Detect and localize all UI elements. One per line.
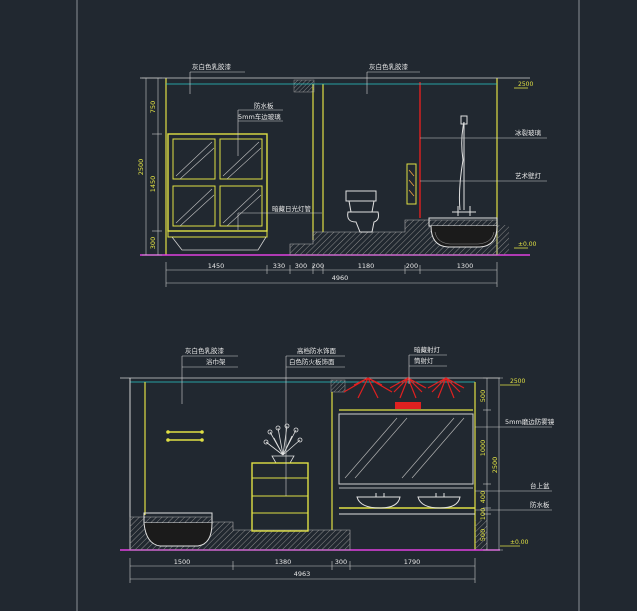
label-hidden-lamp: 暗藏射灯 (414, 345, 441, 354)
potted-plant (263, 423, 303, 464)
labels-b: 灰白色乳胶漆 浴巾架 高档防水饰面 白色防火板饰面 暗藏射灯 筒射灯 5mm磨边… (185, 345, 555, 546)
basins (356, 493, 461, 509)
hdim-b-300: 300 (335, 558, 347, 566)
label-waterproof-board: 防水板 (530, 500, 550, 509)
toilet (345, 190, 379, 233)
mirror-b (338, 413, 474, 485)
label-level-zero-b: ±0.00 (510, 539, 529, 546)
cabinet-door-bl (172, 185, 216, 227)
label-level-top-b: 2500 (510, 378, 525, 385)
towel-rack (166, 430, 204, 442)
vdim-a-300: 300 (149, 237, 157, 249)
hdim-b-1380: 1380 (275, 558, 292, 566)
hdim-b-total: 4963 (294, 570, 311, 578)
hdim-a-330: 330 (273, 262, 285, 270)
vdim-b-100: 100 (479, 508, 487, 520)
mirror-reflection (344, 417, 465, 479)
spot-lamps (343, 376, 465, 409)
vdim-b (483, 377, 503, 551)
cabinet-base-sink (171, 236, 267, 251)
hdim-b-1790: 1790 (404, 558, 421, 566)
label-ceiling-left: 灰白色乳胶漆 (192, 62, 232, 71)
label-mirror-light: 暗藏日光灯管 (272, 204, 312, 213)
hdim-b-labels: 1500 1380 300 1790 4963 (174, 558, 421, 578)
label-mirror-board: 防水板 (254, 101, 274, 110)
hdim-b (129, 558, 476, 583)
hdim-a (165, 262, 498, 287)
art-wall-lamp-pattern (408, 169, 415, 197)
cabinet-b (251, 462, 309, 532)
cabinet-door-tr (219, 138, 263, 180)
cabinet-glass-hatch (175, 141, 262, 227)
cabinet-door-tl (172, 138, 216, 180)
vdim-b-labels: 500 1000 400 100 500 2500 (479, 390, 499, 541)
shower-set (452, 115, 476, 216)
hdim-a-200b: 200 (406, 262, 418, 270)
hdim-a-labels: 1450 330 300 200 1180 200 1300 4960 (208, 262, 474, 282)
ceiling-hatch-a (293, 79, 315, 93)
label-waterproof-2: 白色防火板饰面 (289, 357, 335, 366)
bathtub (428, 217, 498, 248)
vdim-a-labels: 750 1450 300 2500 (137, 101, 157, 249)
label-frosted-glass: 冰裂玻璃 (515, 128, 542, 137)
hdim-a-200: 200 (312, 262, 324, 270)
label-waterproof-1: 高档防水饰面 (297, 346, 337, 355)
hdim-b-1500: 1500 (174, 558, 191, 566)
vdim-b-2500: 2500 (491, 457, 499, 474)
label-counter: 台上盆 (530, 481, 550, 490)
vdim-a-750: 750 (149, 101, 157, 113)
label-ceiling-b: 灰白色乳胶漆 (185, 346, 225, 355)
label-spot-lamp: 筒射灯 (414, 356, 434, 365)
leader-lines-b (181, 354, 552, 511)
elevation-a: 灰白色乳胶漆 灰白色乳胶漆 防水板 5mm车边玻璃 暗藏日光灯管 冰裂玻璃 艺术… (137, 62, 547, 287)
label-towel-rack: 浴巾架 (206, 357, 226, 366)
leader-lines-a (189, 71, 547, 230)
vdim-a-1450: 1450 (149, 176, 157, 193)
vdim-a-2500: 2500 (137, 159, 145, 176)
vdim-b-400: 400 (479, 491, 487, 503)
label-mirror-glass: 5mm车边玻璃 (238, 112, 281, 121)
hdim-a-1300: 1300 (457, 262, 474, 270)
vdim-b-1000: 1000 (479, 440, 487, 457)
hdim-a-total: 4960 (332, 274, 349, 282)
label-ceiling-right: 灰白色乳胶漆 (369, 62, 409, 71)
cabinet-base (167, 230, 268, 238)
hdim-a-1180: 1180 (358, 262, 375, 270)
vdim-b-500: 500 (479, 390, 487, 402)
vdim-a (142, 77, 162, 256)
cabinet-door-br (219, 185, 263, 227)
label-level-top-a: 2500 (518, 81, 533, 88)
elevation-b: 灰白色乳胶漆 浴巾架 高档防水饰面 白色防火板饰面 暗藏射灯 筒射灯 5mm磨边… (120, 345, 555, 583)
labels-a: 灰白色乳胶漆 灰白色乳胶漆 防水板 5mm车边玻璃 暗藏日光灯管 冰裂玻璃 艺术… (192, 62, 542, 248)
floor-hatch-b-right (475, 520, 487, 550)
bathtub-b (143, 512, 213, 547)
label-art-wall-lamp: 艺术壁灯 (515, 171, 542, 180)
label-mirror: 5mm磨边防雾镜 (505, 417, 555, 426)
floor-hatch-right (497, 225, 509, 255)
vdim-b-500b: 500 (479, 529, 487, 541)
ceiling-hatch-b (330, 379, 346, 393)
label-level-zero-a: ±0.00 (518, 241, 537, 248)
art-wall-lamp (406, 163, 417, 205)
hdim-a-1450: 1450 (208, 262, 225, 270)
hdim-a-300: 300 (295, 262, 307, 270)
